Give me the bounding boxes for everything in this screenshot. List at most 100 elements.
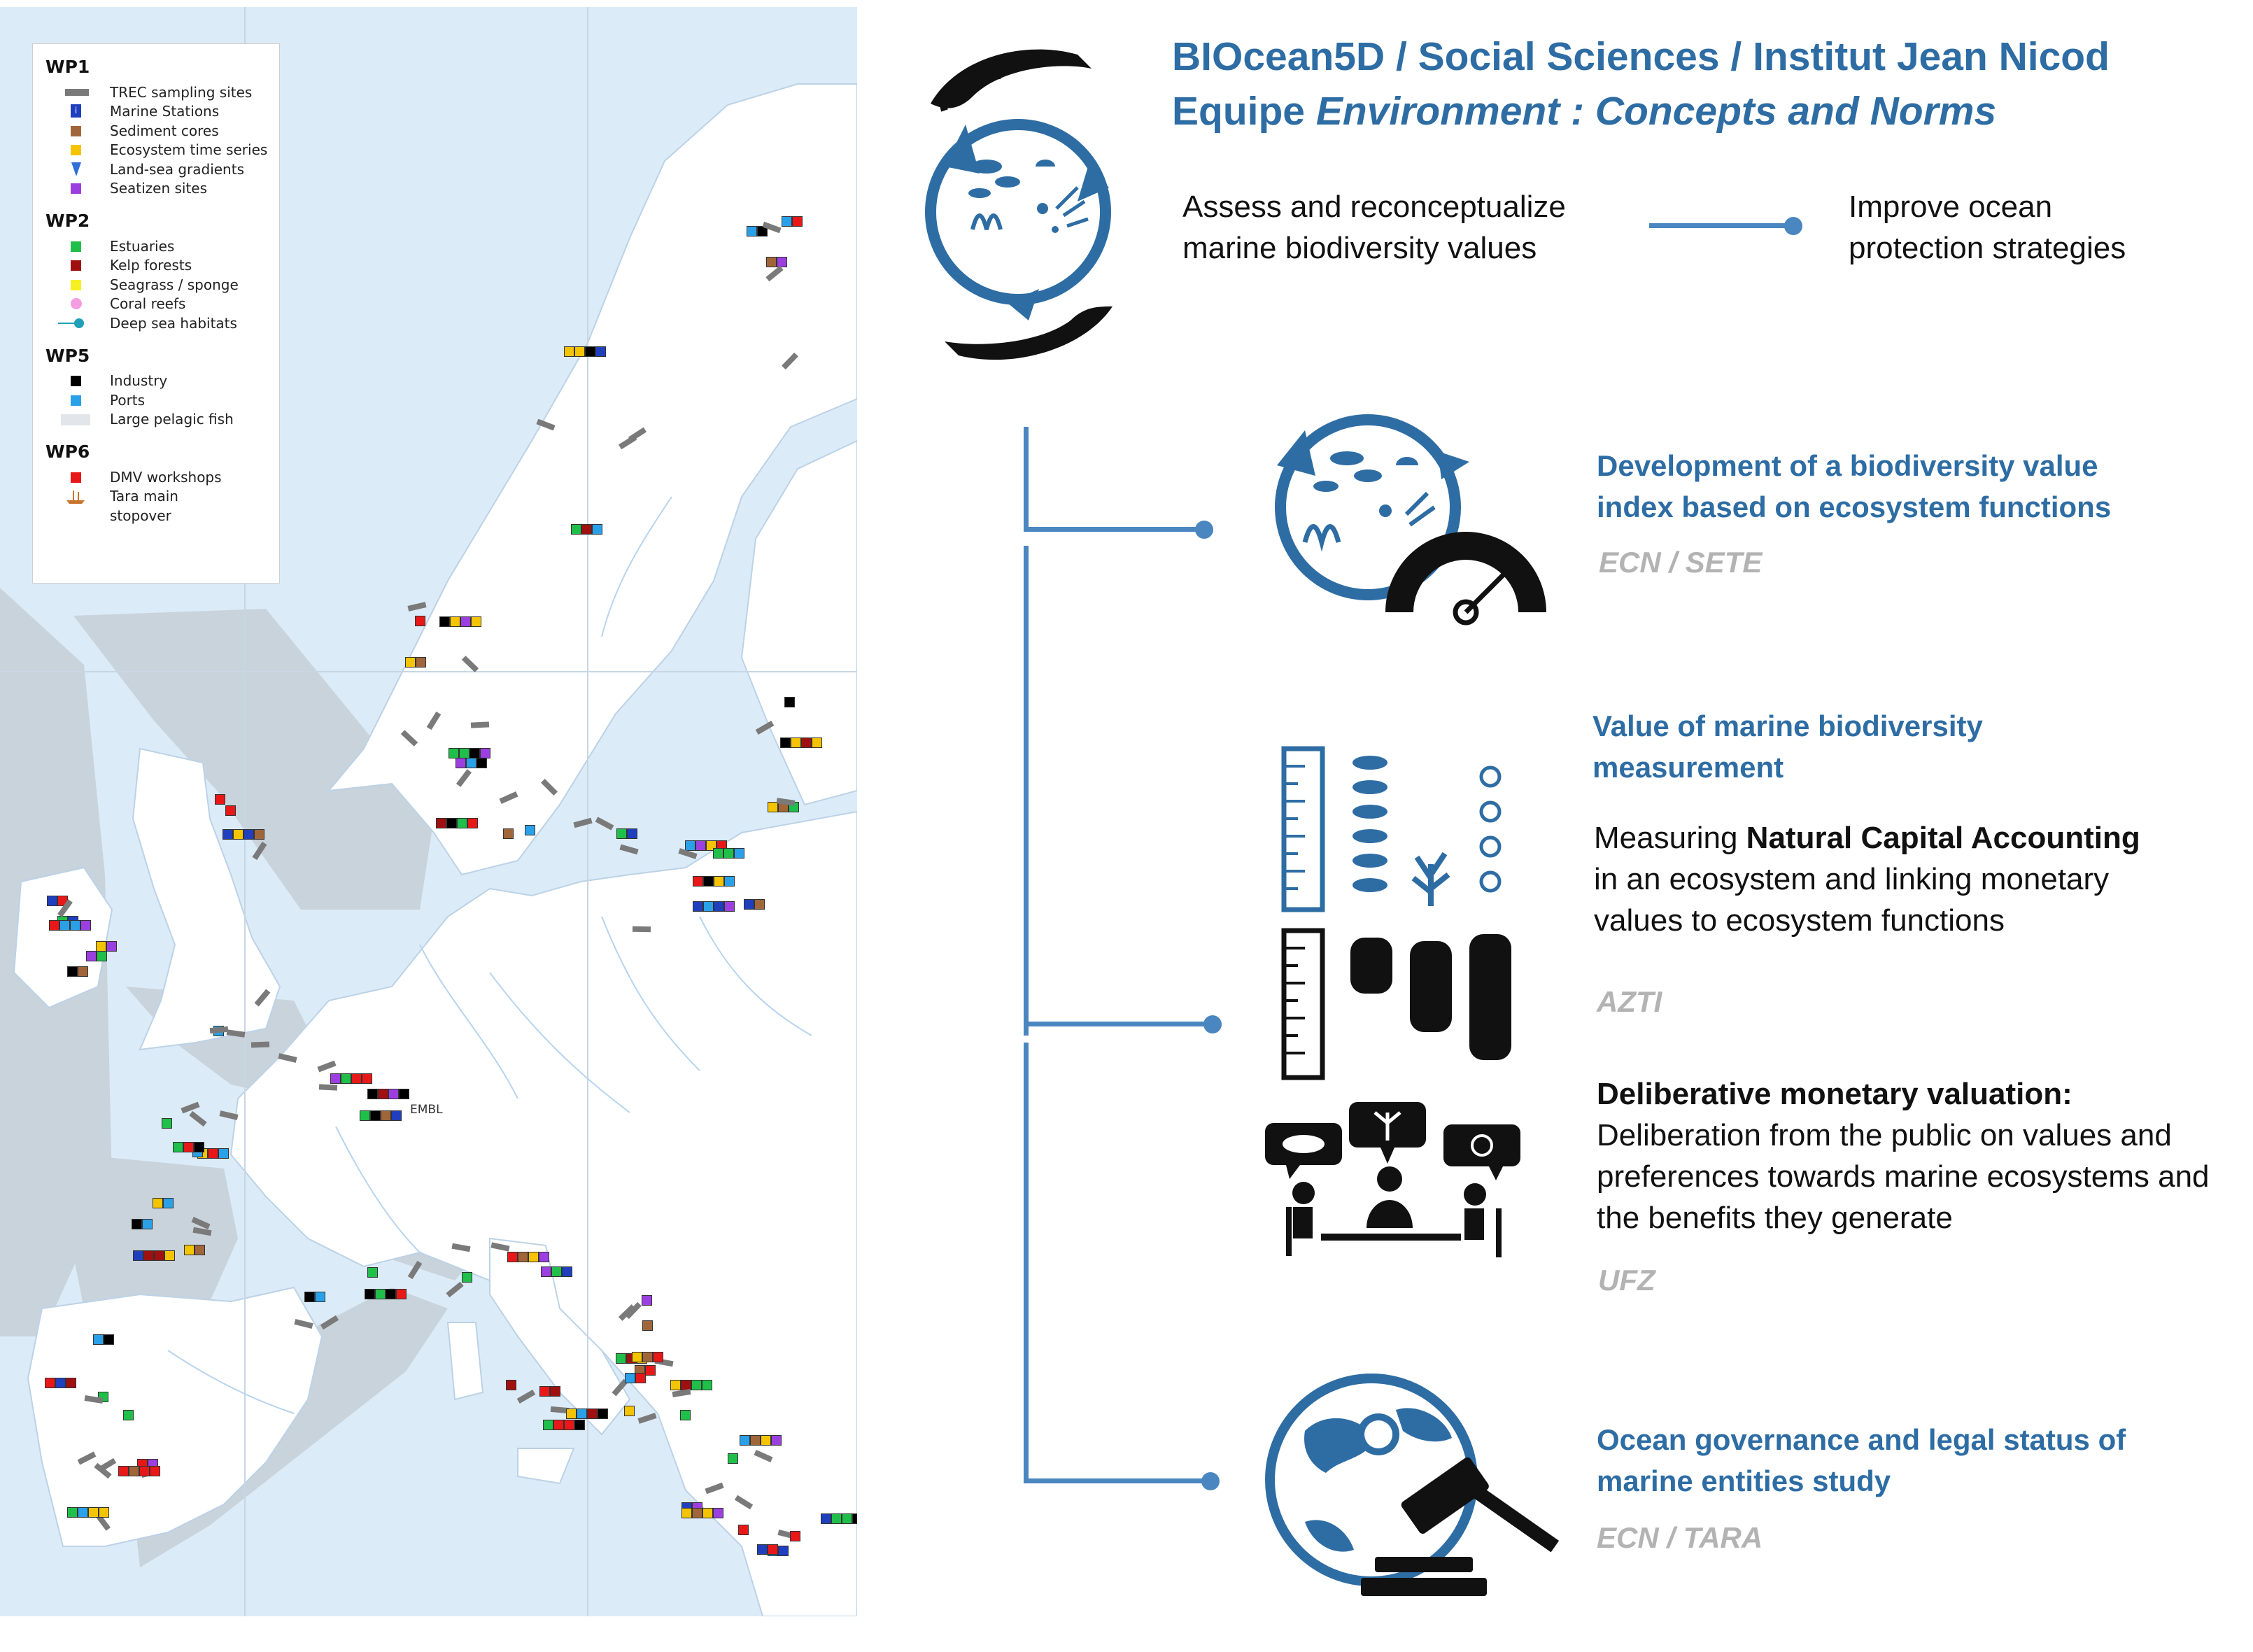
site-marker [757, 1544, 779, 1555]
square-icon [65, 470, 86, 484]
site-marker [524, 824, 535, 835]
legend-item-label: DMV workshops [110, 468, 222, 486]
site-color-cell [564, 1419, 575, 1430]
site-color-cell [132, 1218, 142, 1229]
site-color-cell [539, 1385, 550, 1397]
site-color-cell [351, 1073, 362, 1084]
site-color-cell [693, 876, 704, 887]
site-color-cell [218, 1148, 229, 1159]
legend-item: Estuaries [45, 236, 267, 256]
site-color-cell [80, 919, 91, 931]
section-2-desc-line2: in an ecosystem and linking monetary [1594, 862, 2110, 896]
legend-item: Seagrass / sponge [45, 275, 267, 295]
site-color-cell [67, 1507, 78, 1518]
legend-heading: WP1 [45, 57, 90, 77]
site-marker [789, 1530, 800, 1541]
site-color-cell [466, 757, 477, 768]
site-color-cell [574, 346, 586, 357]
site-color-cell [642, 1320, 653, 1332]
site-color-cell [461, 1272, 472, 1283]
legend-item: Large pelagic fish [45, 410, 267, 430]
legend-item-label: Ports [110, 391, 146, 409]
section-2-desc-bold: Natural Capital Accounting [1746, 821, 2140, 855]
boat-icon-icon [65, 489, 86, 504]
legend-item: stopover [45, 506, 267, 525]
goal-assess: Assess and reconceptualize marine biodiv… [1182, 186, 1566, 269]
site-marker [564, 346, 607, 357]
site-color-cell [449, 748, 460, 759]
site-color-cell [359, 1110, 370, 1121]
site-color-cell [95, 941, 106, 952]
goal-improve-line2: protection strategies [1849, 231, 2126, 265]
site-marker [642, 1294, 653, 1306]
site-color-cell [469, 748, 481, 759]
site-color-cell [330, 1073, 341, 1084]
tree-connector-top [1024, 427, 1029, 532]
site-marker [404, 657, 426, 668]
section-3-text: Deliberative monetary valuation: Deliber… [1597, 1073, 2210, 1238]
site-color-cell [172, 1142, 183, 1153]
legend-item-label: Industry [110, 372, 168, 390]
site-marker [95, 941, 117, 952]
site-color-cell [467, 817, 478, 828]
site-marker [543, 1419, 586, 1430]
tree-dot-3 [1201, 1472, 1220, 1490]
square-icon [65, 143, 86, 157]
section-3-desc-line3: the benefits they generate [1597, 1201, 1953, 1235]
site-marker [48, 919, 91, 931]
section-2-title: Value of marine biodiversity measurement [1592, 705, 1983, 788]
site-color-cell [460, 616, 472, 627]
site-color-cell [792, 216, 803, 227]
site-marker [727, 1453, 738, 1464]
section-3-desc-line2: preferences towards marine ecosystems an… [1597, 1159, 2210, 1194]
site-color-cell [685, 840, 696, 851]
legend-heading: WP6 [45, 442, 90, 462]
site-color-cell [670, 1379, 681, 1390]
site-color-cell [768, 1544, 779, 1555]
site-color-cell [361, 1073, 372, 1084]
line-dot-icon [58, 316, 86, 330]
section-2-description: Measuring Natural Capital Accounting in … [1594, 817, 2140, 941]
legend-item-label: Land-sea gradients [110, 160, 244, 178]
site-color-cell [243, 829, 255, 840]
site-color-cell [777, 256, 788, 267]
site-marker [183, 1245, 205, 1256]
site-color-cell [142, 1218, 153, 1229]
site-color-cell [737, 1524, 749, 1535]
site-color-cell [369, 1110, 381, 1121]
legend-item: Deep sea habitats [45, 313, 267, 333]
site-marker [330, 1073, 372, 1084]
section-4-title-line1: Ocean governance and legal status of [1597, 1423, 2126, 1456]
site-marker [623, 1406, 635, 1417]
site-color-cell [821, 1513, 832, 1525]
sampling-site-bar [250, 1041, 269, 1048]
site-marker [502, 828, 514, 839]
legend-item: Coral reefs [45, 295, 267, 314]
site-marker [223, 829, 265, 840]
site-color-cell [456, 817, 467, 828]
square-icon [65, 374, 86, 388]
site-color-cell [790, 737, 801, 748]
site-color-cell [86, 951, 97, 962]
site-color-cell [754, 898, 765, 910]
site-color-cell [597, 1409, 608, 1420]
site-marker [449, 748, 491, 759]
legend-item-label: Large pelagic fish [110, 411, 234, 428]
site-color-cell [118, 1466, 129, 1477]
site-color-cell [415, 657, 426, 668]
site-marker [507, 1252, 549, 1263]
site-color-cell [642, 1294, 653, 1306]
legend-item: Sediment cores [45, 121, 267, 141]
goal-assess-line2: marine biodiversity values [1182, 231, 1537, 265]
site-color-cell [163, 1198, 174, 1209]
site-color-cell [128, 1466, 139, 1477]
site-marker [439, 616, 482, 627]
site-color-cell [164, 1250, 176, 1262]
site-color-cell [784, 696, 796, 707]
site-color-cell [681, 1507, 692, 1518]
site-marker [44, 1377, 76, 1388]
goal-connector-line [1649, 223, 1789, 228]
embl-label: EMBL [410, 1103, 443, 1117]
header-subtitle-italic: Environment : Concepts and Norms [1315, 89, 1997, 134]
site-color-cell [476, 757, 488, 768]
